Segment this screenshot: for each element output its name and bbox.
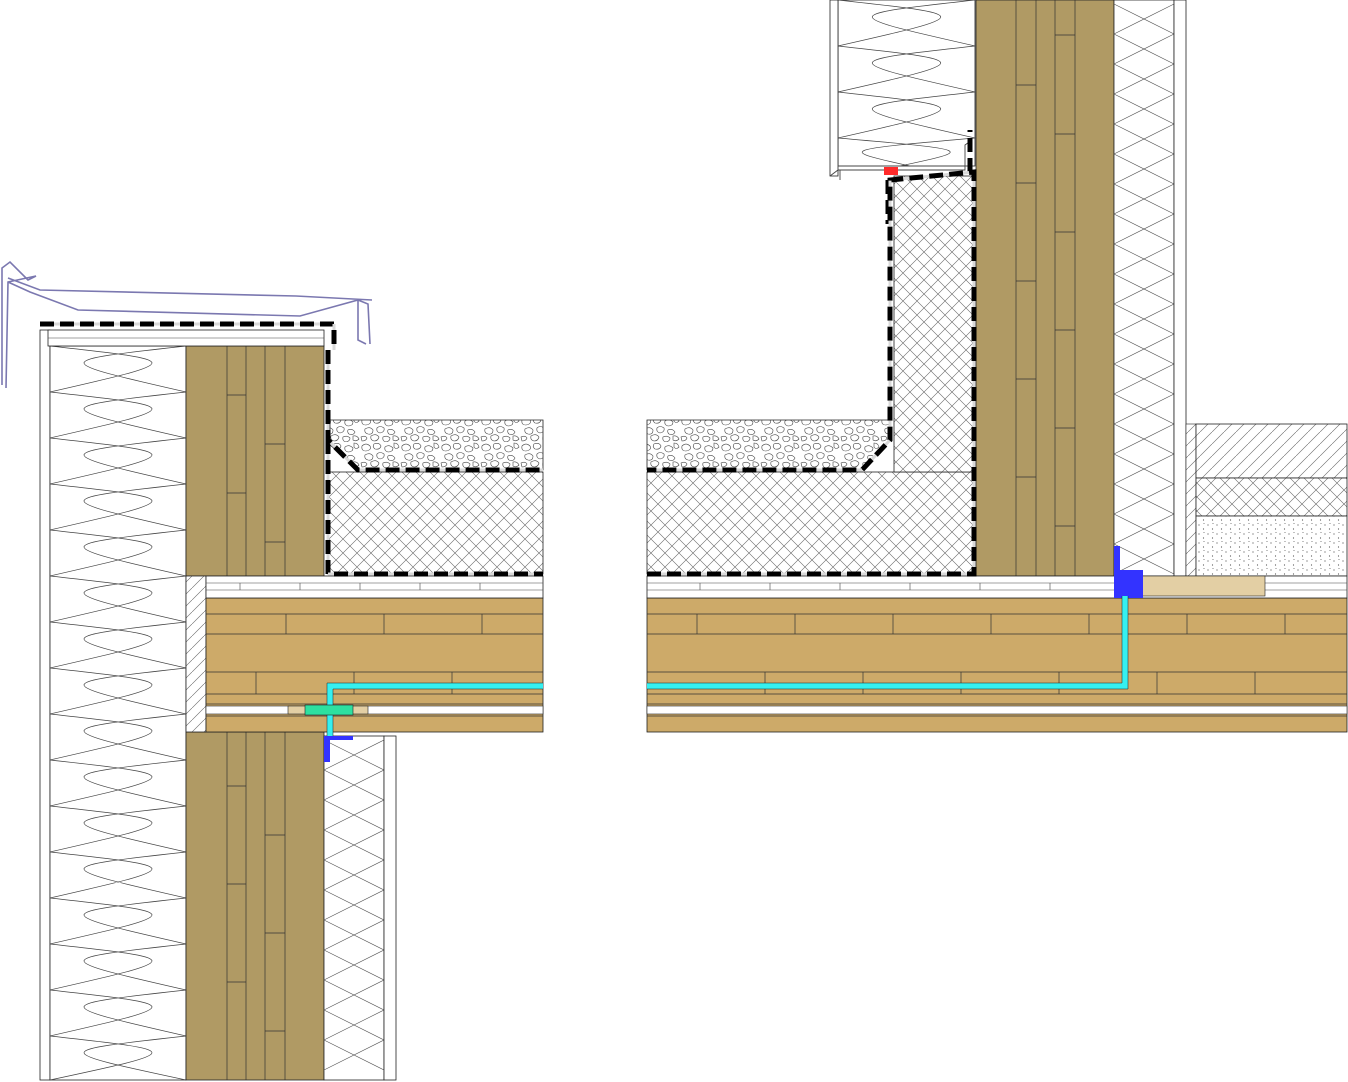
seal-red-right [884,167,898,175]
external-insulation-right [837,0,976,167]
clt-wall-lower-left [185,731,325,1081]
insulation-wave-right [837,0,976,167]
floor-fill-right [1195,515,1348,577]
joint-filler-left [185,575,207,733]
facade-cladding-left [39,329,51,1081]
clt-wall-upper-left [185,345,325,577]
upstand-insulation-right [893,175,975,473]
roof-insulation-left [327,471,544,575]
pipe-cyan-right [647,596,1128,689]
pipe-cyan-outline-right [647,596,1129,690]
seal-green-left [304,704,354,716]
interior-insulation-right-lines [1113,3,1175,575]
roof-membrane-gap-left [40,322,543,576]
pipe-cyan-left [327,683,543,736]
floor-layer-wall-right [1185,423,1197,577]
metal-coping-flashing [1,260,373,389]
roof-membrane-right [647,130,977,577]
screed-strip-right [1139,575,1266,597]
interior-insulation-right [1113,0,1175,577]
slab-layer-white-right [646,705,1348,715]
clt-wall-right [975,0,1115,577]
interior-insulation-x-lines [323,739,385,1071]
roof-insulation-right [646,471,975,575]
clt-wall-upper-lines [226,346,286,576]
plasterboard-lower-left [383,735,397,1081]
slab-layer-white-left [205,705,544,715]
right-detail-upstand [646,0,1348,733]
roof-deck-boards-left [205,575,544,599]
plasterboard-right [1173,0,1187,577]
window-sill-profile [829,139,973,180]
blue-angle-left [324,736,353,762]
blue-block-right [1114,546,1143,598]
pipe-cyan-outline-left [326,682,543,736]
floor-insulation-right [1195,477,1348,517]
external-insulation-left [49,345,187,1081]
facade-cladding-right [829,0,839,177]
gravel-ballast-left [329,419,544,471]
clt-wall-right-lines [1015,0,1076,576]
floor-finish-right [1195,423,1348,479]
roof-deck-lines-left [206,582,543,591]
roof-membrane-gap-right [647,170,976,576]
left-detail-parapet [1,260,544,1081]
clt-wall-lower-lines [226,732,286,1080]
roof-deck-lines-right [647,582,1347,591]
gravel-ballast-right [646,419,891,471]
interior-insulation-lower-left [323,735,385,1081]
